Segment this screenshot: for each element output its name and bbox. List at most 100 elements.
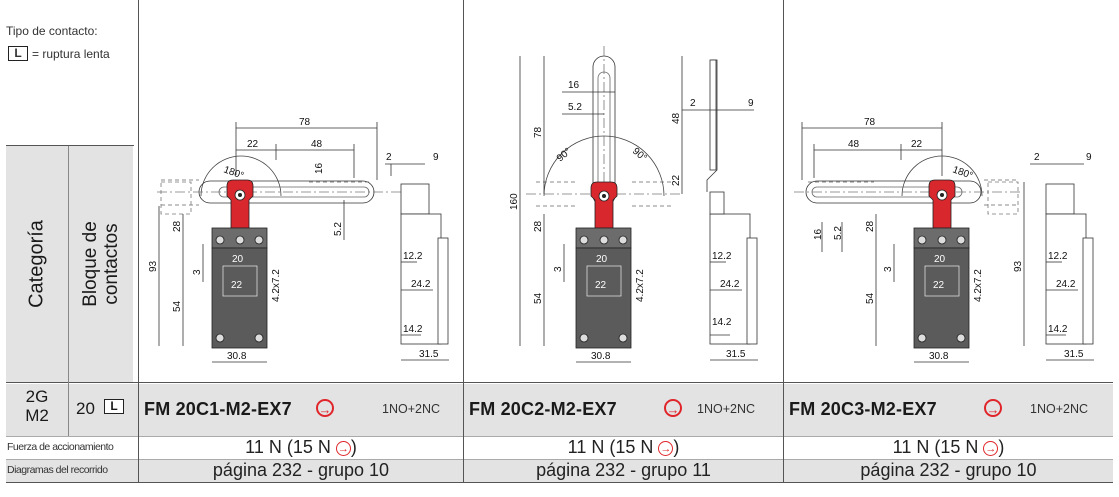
force-value-2: 11 N (15 N →) (567, 437, 680, 457)
svg-text:48: 48 (671, 112, 682, 124)
svg-text:16: 16 (568, 80, 580, 91)
svg-text:30.8: 30.8 (929, 351, 949, 362)
force-label: Fuerza de accionamiento (7, 441, 114, 453)
svg-text:5.2: 5.2 (333, 222, 344, 236)
svg-text:160: 160 (509, 193, 520, 210)
force-value-3: 11 N (15 N →) (892, 437, 1005, 457)
grid-line (783, 0, 784, 482)
svg-text:2: 2 (386, 152, 392, 163)
diagram-value-3: página 232 - grupo 10 (860, 460, 1037, 480)
legend-text: = ruptura lenta (32, 46, 110, 61)
svg-text:5.2: 5.2 (833, 226, 844, 240)
grid-line (463, 0, 464, 482)
diagram-row-bg (6, 460, 1113, 482)
technical-drawing-1: 78 22 48 16 180° 20 22 4.2x7.2 93 28 54 … (148, 117, 449, 363)
diagram-label: Diagramas del recorrido (7, 464, 108, 476)
technical-drawing-2: 16 5.2 90° 90° 48 22 160 78 28 54 3 20 2… (509, 46, 758, 363)
svg-text:3: 3 (883, 266, 894, 272)
svg-text:28: 28 (172, 220, 183, 232)
category-header-bg (6, 146, 133, 382)
svg-text:12.2: 12.2 (403, 251, 423, 262)
diagram-value-1: página 232 - grupo 10 (212, 460, 390, 480)
svg-text:48: 48 (848, 139, 860, 150)
diagram-value-2: página 232 - grupo 11 (536, 460, 711, 480)
svg-text:9: 9 (1086, 152, 1092, 163)
grid-line (138, 0, 139, 482)
svg-text:14.2: 14.2 (712, 317, 732, 328)
positive-opening-icon: → (316, 399, 334, 417)
positive-opening-icon: → (335, 440, 351, 456)
contacts-2: 1NO+2NC (697, 402, 756, 416)
positive-opening-icon: → (658, 440, 674, 456)
svg-text:22: 22 (247, 139, 259, 150)
svg-text:90°: 90° (630, 146, 649, 164)
svg-text:30.8: 30.8 (227, 351, 247, 362)
svg-text:20: 20 (934, 254, 946, 265)
contact-type-symbol: L (104, 399, 124, 414)
svg-text:30.8: 30.8 (591, 351, 611, 362)
svg-text:48: 48 (311, 139, 323, 150)
model-name-2: FM 20C2-M2-EX7 (469, 399, 617, 419)
product-row-bg (6, 384, 1113, 436)
svg-text:14.2: 14.2 (1048, 324, 1068, 335)
slow-break-symbol: L (8, 46, 28, 61)
svg-text:180°: 180° (222, 164, 245, 181)
svg-text:2: 2 (690, 98, 696, 109)
svg-text:20: 20 (596, 254, 608, 265)
svg-text:4.2x7.2: 4.2x7.2 (973, 269, 984, 302)
legend-row: L = ruptura lenta (8, 46, 110, 61)
model-name-3: FM 20C3-M2-EX7 (789, 399, 937, 419)
svg-text:2: 2 (1034, 152, 1040, 163)
grid-line (6, 482, 1113, 483)
svg-text:9: 9 (748, 98, 754, 109)
svg-text:4.2x7.2: 4.2x7.2 (635, 269, 646, 302)
contacts-3: 1NO+2NC (1030, 402, 1089, 416)
grid-line (6, 459, 1113, 460)
svg-text:22: 22 (933, 280, 945, 291)
svg-text:93: 93 (1013, 260, 1024, 272)
technical-drawing-3: 78 48 22 180° 16 5.2 28 54 3 93 20 22 4.… (794, 117, 1094, 363)
svg-text:31.5: 31.5 (419, 349, 439, 360)
svg-text:78: 78 (864, 117, 876, 128)
svg-text:4.2x7.2: 4.2x7.2 (271, 269, 282, 302)
model-name-1: FM 20C1-M2-EX7 (144, 399, 292, 419)
svg-text:90°: 90° (555, 146, 574, 164)
contact-block-header: Bloque de contactos (80, 221, 122, 307)
svg-text:3: 3 (553, 266, 564, 272)
svg-text:22: 22 (595, 280, 607, 291)
force-value-1: 11 N (15 N →) (245, 437, 357, 457)
grid-line (6, 382, 1113, 383)
grid-line (68, 146, 69, 436)
svg-text:31.5: 31.5 (1064, 349, 1084, 360)
positive-opening-icon: → (984, 399, 1002, 417)
svg-text:54: 54 (865, 292, 876, 304)
svg-text:78: 78 (299, 117, 311, 128)
svg-text:22: 22 (911, 139, 923, 150)
contact-block-number: 20 (76, 399, 95, 418)
svg-text:16: 16 (314, 162, 325, 174)
svg-text:54: 54 (533, 292, 544, 304)
svg-text:28: 28 (865, 220, 876, 232)
svg-text:180°: 180° (951, 164, 974, 181)
positive-opening-icon: → (983, 440, 999, 456)
svg-text:93: 93 (148, 260, 159, 272)
svg-text:54: 54 (172, 300, 183, 312)
svg-text:14.2: 14.2 (403, 324, 423, 335)
svg-text:9: 9 (433, 152, 439, 163)
svg-text:12.2: 12.2 (712, 251, 732, 262)
svg-text:12.2: 12.2 (1048, 251, 1068, 262)
svg-text:28: 28 (533, 220, 544, 232)
svg-text:24.2: 24.2 (720, 279, 740, 290)
category-value: 2G M2 (25, 387, 49, 425)
contacts-1: 1NO+2NC (382, 402, 441, 416)
positive-opening-icon: → (664, 399, 682, 417)
svg-text:20: 20 (232, 254, 244, 265)
svg-text:78: 78 (533, 126, 544, 138)
grid-line (6, 145, 134, 146)
category-header: Categoría (25, 220, 48, 308)
svg-text:31.5: 31.5 (726, 349, 746, 360)
svg-text:22: 22 (231, 280, 243, 291)
svg-text:22: 22 (671, 174, 682, 186)
svg-text:5.2: 5.2 (568, 102, 582, 113)
svg-text:16: 16 (813, 228, 824, 240)
